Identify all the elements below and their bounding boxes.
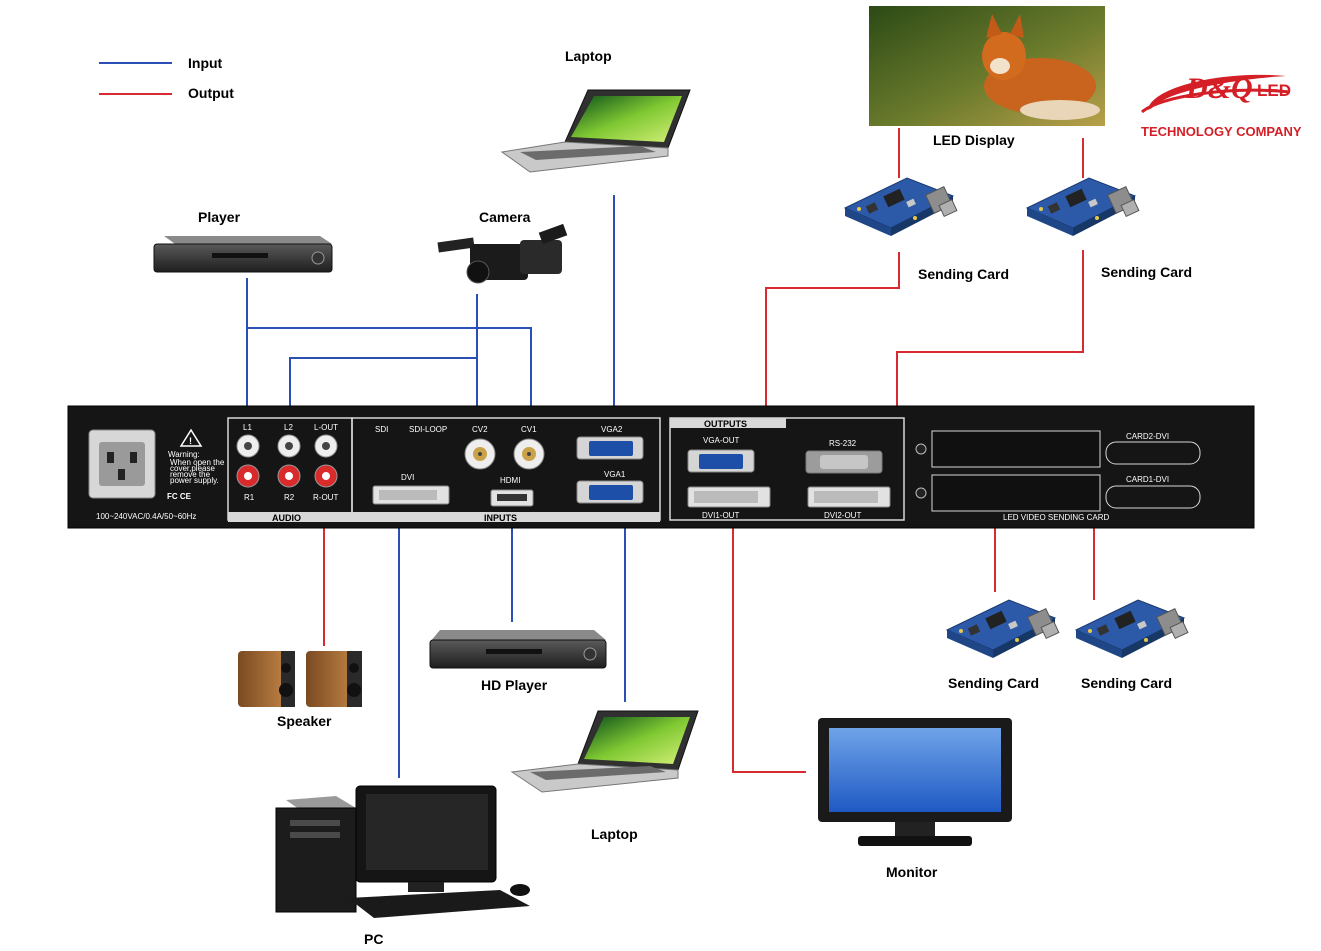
player-label: Player (198, 209, 241, 225)
outputs-section-label: OUTPUTS (704, 419, 747, 429)
card1-dvi-label: CARD1-DVI (1126, 475, 1169, 484)
logo-swoosh-icon (1148, 74, 1286, 110)
card1-slot[interactable] (931, 474, 1101, 512)
camera-label: Camera (479, 209, 531, 225)
warning-icon (179, 428, 203, 447)
sending-card-3-label: Sending Card (948, 675, 1039, 691)
speaker: Speaker (238, 651, 362, 729)
warning-line-3: remove the (170, 470, 211, 479)
card2-dvi-label: CARD2-DVI (1126, 432, 1169, 441)
port-hdmi-label: HDMI (500, 476, 520, 485)
wire-camera-l2 (289, 357, 477, 420)
warning-line-4: power supply. (170, 476, 219, 485)
sending-card-1-label: Sending Card (918, 266, 1009, 282)
port-rs232-label: RS-232 (829, 439, 857, 448)
card1-dvi-port[interactable] (1105, 485, 1201, 509)
laptop-bottom: Laptop (510, 710, 699, 842)
sending-card-icon (844, 177, 958, 237)
cert-marks: FC CE (167, 492, 192, 501)
laptop-top: Laptop (500, 48, 691, 173)
warning-line-2: cover,please (170, 464, 215, 473)
brand-logo: D&Q LED TECHNOLOGY COMPANY (1141, 72, 1302, 139)
inputs-section-label: INPUTS (484, 513, 517, 523)
legend-input-label: Input (188, 55, 223, 71)
player: Player (153, 209, 333, 273)
input-wires (246, 195, 626, 778)
port-cv2-label: CV2 (472, 425, 488, 434)
audio-section-label: AUDIO (272, 513, 301, 523)
logo-text: D&Q (1185, 72, 1253, 105)
port-sdi-loop-label: SDI-LOOP (409, 425, 447, 434)
legend-output-label: Output (188, 85, 234, 101)
port-vga2-label: VGA2 (601, 425, 623, 434)
svg-text:!: ! (189, 436, 192, 446)
logo-suffix: LED (1257, 81, 1291, 100)
sending-card-2-label: Sending Card (1101, 264, 1192, 280)
port-vga-out-label: VGA-OUT (703, 436, 740, 445)
laptop-top-label: Laptop (565, 48, 612, 64)
sending-card-2: Sending Card (1026, 177, 1192, 280)
port-sdi-label: SDI (375, 425, 388, 434)
sending-card-3: Sending Card (946, 599, 1060, 691)
sending-card-icon (946, 599, 1060, 659)
power-spec-label: 100~240VAC/0.4A/50~60Hz (96, 512, 196, 521)
wire-card1-dvi1 (765, 252, 900, 497)
hd-player-label: HD Player (481, 677, 548, 693)
hd-player: HD Player (429, 630, 607, 693)
outputs-section (669, 417, 905, 521)
sending-card-icon (1026, 177, 1140, 237)
video-camera-icon (437, 237, 475, 253)
port-r-out-label: R-OUT (313, 493, 338, 502)
sending-card-4: Sending Card (1075, 599, 1189, 691)
sending-card-icon (1075, 599, 1189, 659)
card2-slot[interactable] (931, 430, 1101, 468)
laptop-bottom-label: Laptop (591, 826, 638, 842)
port-cv1-label: CV1 (521, 425, 537, 434)
output-wires (323, 128, 1095, 773)
port-r1-label: R1 (244, 493, 255, 502)
warning-title: Warning: (168, 450, 200, 459)
card2-dvi-port[interactable] (1105, 441, 1201, 465)
port-l2-label: L2 (284, 423, 293, 432)
led-display: LED Display (869, 6, 1105, 148)
port-vga1-label: VGA1 (604, 470, 626, 479)
processor-rear-panel: 100~240VAC/0.4A/50~60Hz ! Warning: When … (67, 405, 1255, 529)
led-display-label: LED Display (933, 132, 1015, 148)
monitor-label: Monitor (886, 864, 938, 880)
camera: Camera (437, 209, 568, 284)
pc: PC (275, 785, 530, 947)
wire-player-cv1 (247, 327, 532, 420)
mouse-icon (510, 884, 530, 896)
sending-card-1: Sending Card (844, 177, 1009, 282)
brand-tagline: TECHNOLOGY COMPANY (1141, 124, 1302, 139)
sending-card-4-label: Sending Card (1081, 675, 1172, 691)
port-r2-label: R2 (284, 493, 295, 502)
sending-card-slot-label: LED VIDEO SENDING CARD (1003, 513, 1109, 522)
monitor: Monitor (818, 718, 1012, 880)
port-l1-label: L1 (243, 423, 252, 432)
legend: Input Output (99, 55, 234, 101)
warning-line-1: When open the (170, 458, 225, 467)
port-dvi-label: DVI (401, 473, 414, 482)
keyboard-icon (348, 890, 530, 918)
speaker-label: Speaker (277, 713, 332, 729)
port-l-out-label: L-OUT (314, 423, 338, 432)
port-dvi1-out-label: DVI1-OUT (702, 511, 739, 520)
pc-label: PC (364, 931, 383, 947)
port-dvi2-out-label: DVI2-OUT (824, 511, 861, 520)
wire-dvi1-monitor (732, 497, 806, 773)
